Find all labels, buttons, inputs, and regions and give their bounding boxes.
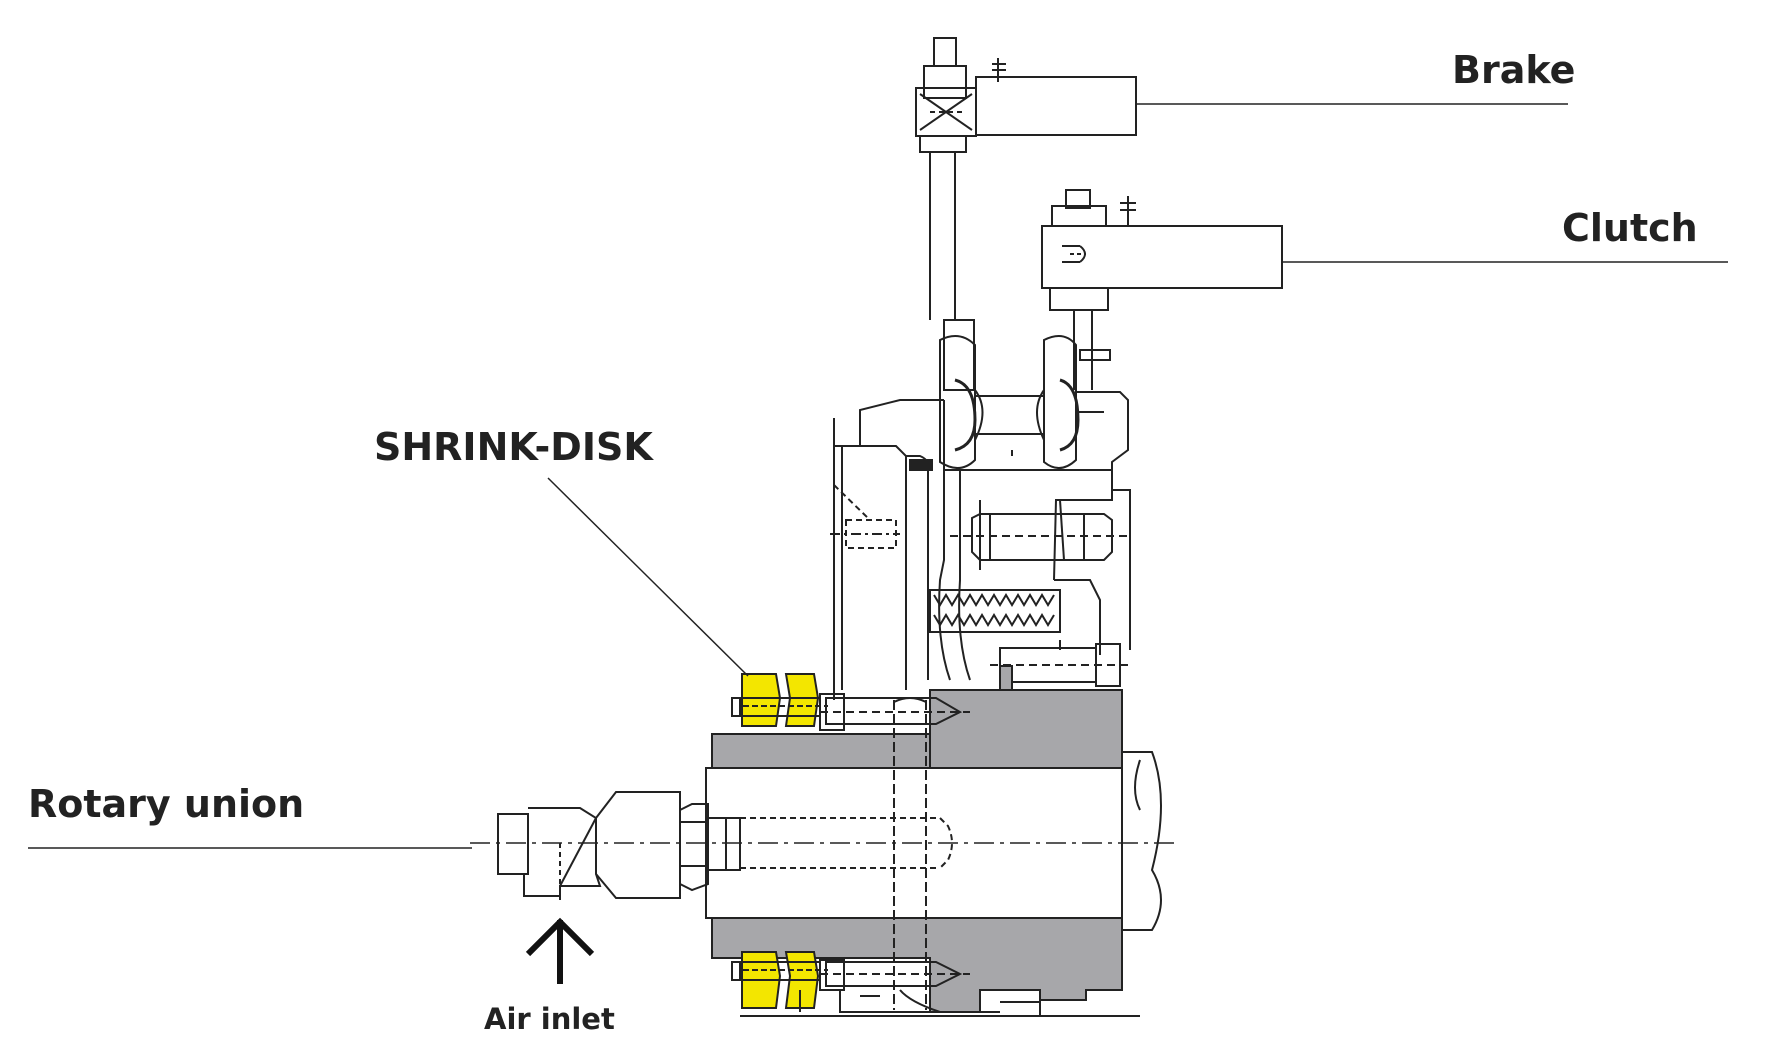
hub-bolt-lower: [819, 959, 970, 991]
shrink-disk-lower: [731, 951, 828, 1009]
shrink-disk-upper: [731, 673, 828, 727]
shrink-disk-label: SHRINK-DISK: [374, 425, 653, 469]
spring: [929, 589, 1061, 633]
upper-bolt: [950, 513, 1130, 561]
brake-caliper: [915, 37, 1137, 391]
clutch-caliper: [1041, 189, 1283, 390]
lower-housing: [740, 989, 1140, 1017]
clutch-label: Clutch: [1562, 206, 1698, 250]
hub: [711, 665, 1123, 1013]
hub-bolt-upper: [819, 693, 970, 731]
rotary-union: [497, 791, 741, 900]
air-inlet-label: Air inlet: [484, 1002, 615, 1036]
shrink-disk-leader-line: [547, 477, 749, 677]
friction-discs: [939, 335, 1129, 490]
rotary-union-label: Rotary union: [28, 782, 305, 826]
brake-label: Brake: [1452, 48, 1576, 92]
air-inlet-arrow-icon: [525, 917, 595, 984]
